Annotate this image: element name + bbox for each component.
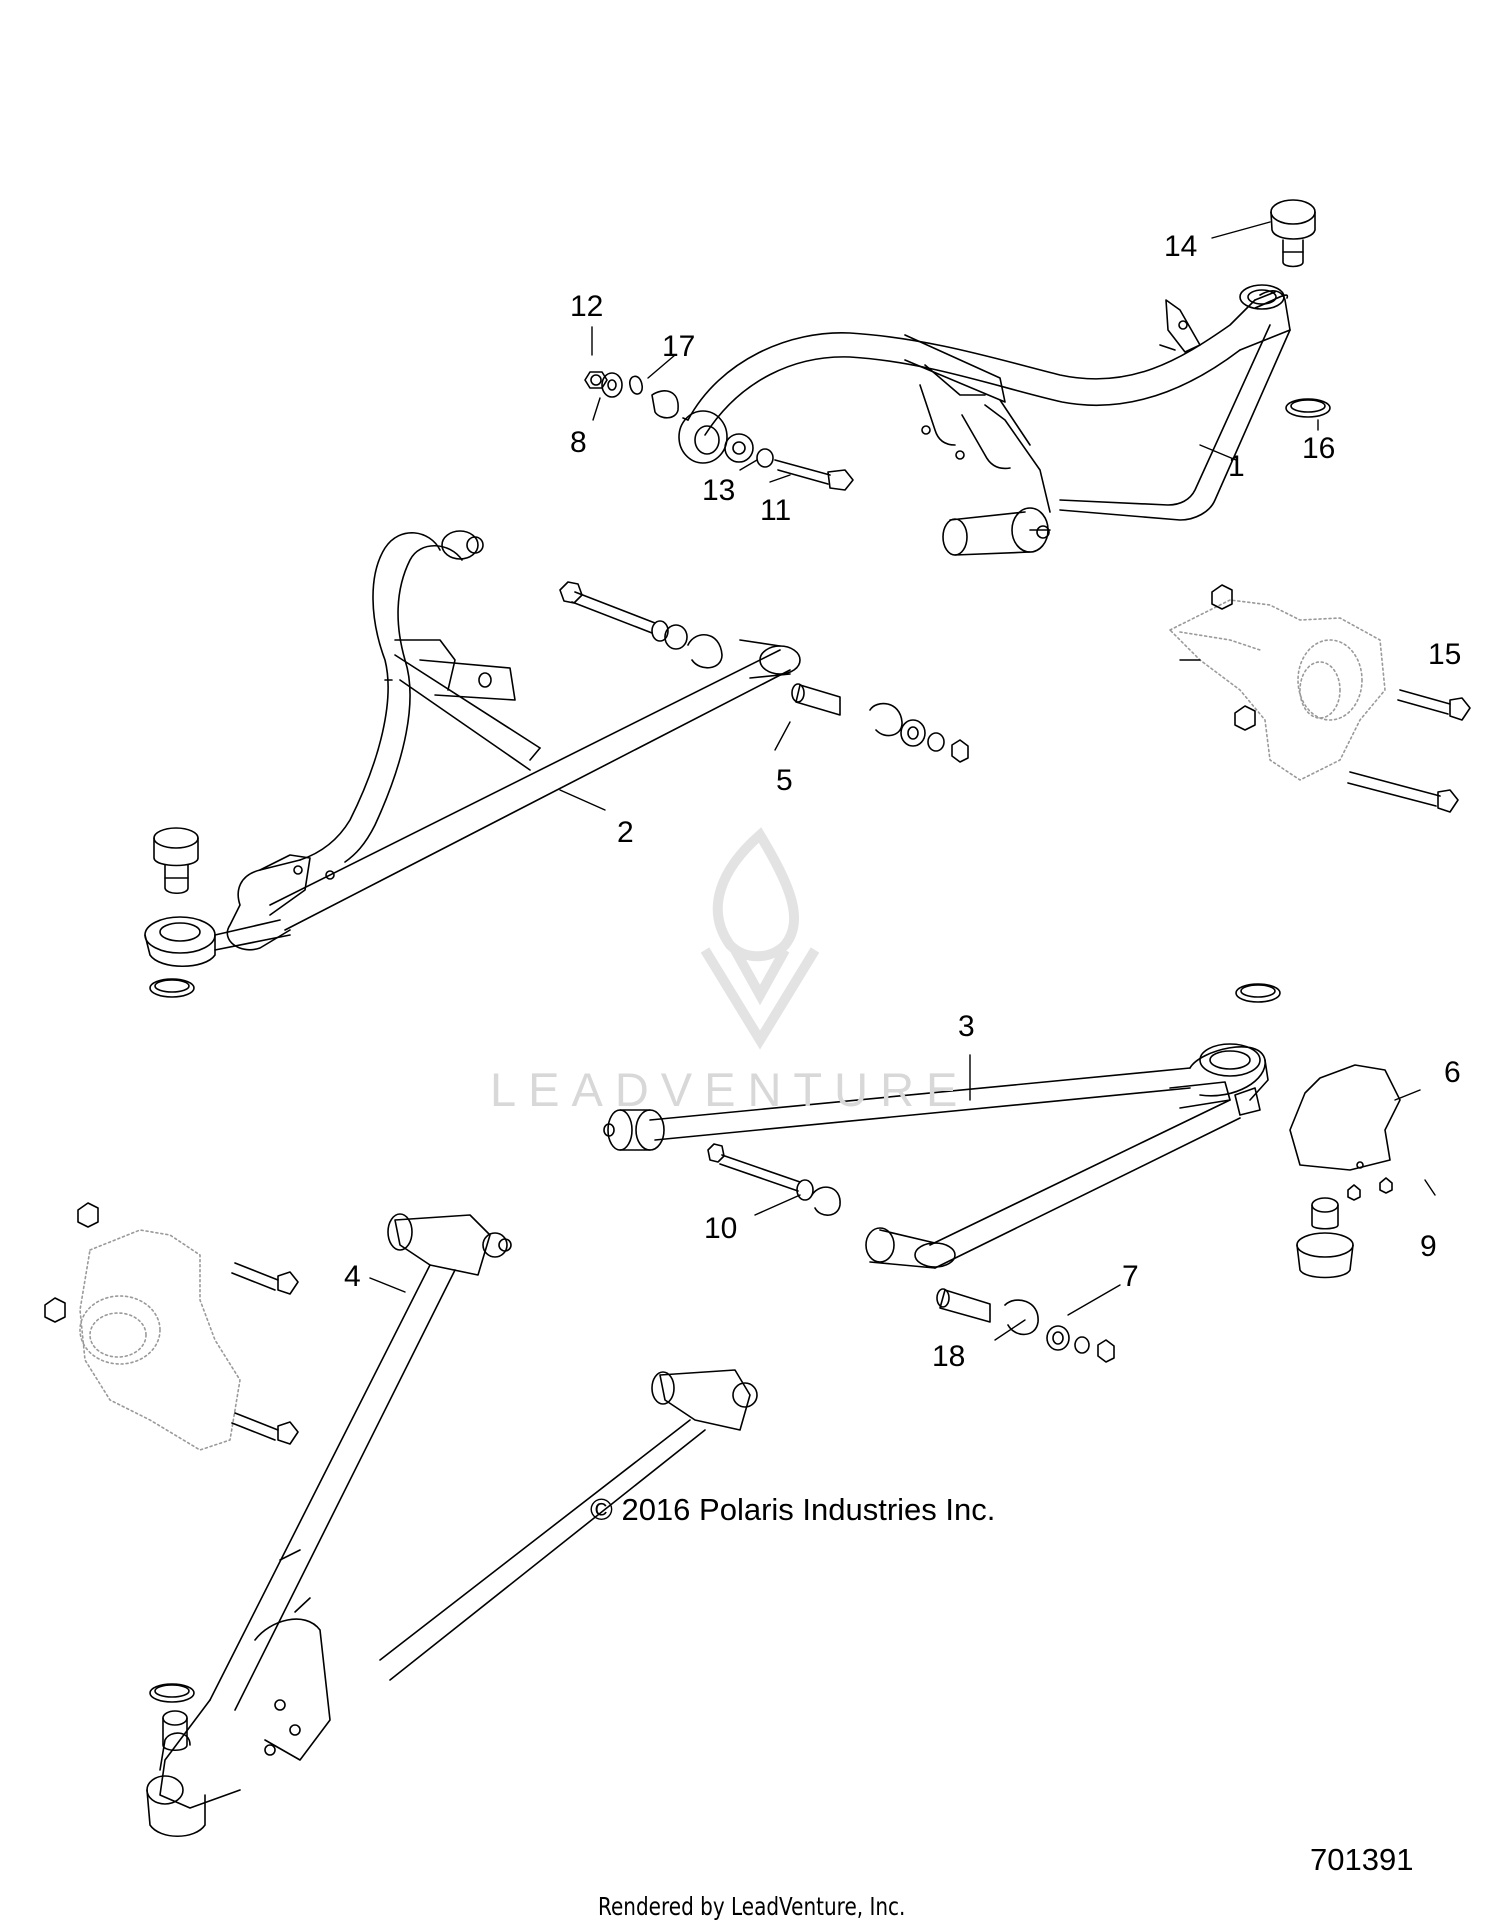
skid-plate-part-6 (1289, 1064, 1401, 1171)
callout-1[interactable]: 1 (1228, 450, 1245, 483)
callout-14[interactable]: 14 (1164, 230, 1198, 263)
callout-leaders (369, 221, 1436, 1341)
steering-knuckle-ghost-right (1169, 599, 1386, 781)
callout-2[interactable]: 2 (617, 816, 634, 849)
callout-3[interactable]: 3 (958, 1010, 975, 1043)
callout-6[interactable]: 6 (1444, 1056, 1461, 1089)
snap-ring-part-3 (1235, 983, 1281, 1003)
document-number: 701391 (1310, 1842, 1414, 1877)
callout-18[interactable]: 18 (932, 1340, 966, 1373)
screws-part-9 (1347, 1177, 1393, 1201)
copyright-text: © 2016 Polaris Industries Inc. (590, 1492, 996, 1527)
lower-right-hardware (707, 1143, 1115, 1363)
snap-ring-left (149, 978, 195, 998)
callout-8[interactable]: 8 (570, 426, 587, 459)
upper-a-arm-part-1 (678, 284, 1291, 556)
callout-16[interactable]: 16 (1302, 432, 1336, 465)
callout-12[interactable]: 12 (570, 290, 604, 323)
upper-arm-hardware (584, 371, 854, 491)
callout-11[interactable]: 11 (760, 494, 792, 527)
knuckle-hardware-right (1211, 584, 1471, 813)
lower-a-arm-part-3 (603, 1043, 1269, 1269)
callout-4[interactable]: 4 (344, 1260, 361, 1293)
lower-a-arm-part-2 (144, 530, 801, 968)
knuckle-hardware-left (44, 1202, 299, 1445)
callout-10[interactable]: 10 (704, 1212, 738, 1245)
callout-13[interactable]: 13 (702, 474, 736, 507)
steering-knuckle-ghost-left (79, 1229, 241, 1451)
callout-7[interactable]: 7 (1122, 1260, 1139, 1293)
callout-15[interactable]: 15 (1428, 638, 1462, 671)
callout-5[interactable]: 5 (776, 764, 793, 797)
watermark-logo (700, 827, 820, 1050)
a-arm-part-4 (146, 1213, 758, 1837)
callout-9[interactable]: 9 (1420, 1230, 1437, 1263)
ball-joint-part-14 (1270, 199, 1316, 268)
snap-ring-part-16 (1285, 398, 1331, 418)
lower-arm-hardware (559, 581, 969, 763)
watermark-text: LEADVENTURE (490, 1063, 970, 1116)
callout-17[interactable]: 17 (662, 330, 696, 363)
ball-joint-part-2-left (153, 827, 199, 895)
footer-credit: Rendered by LeadVenture, Inc. (598, 1892, 906, 1921)
ball-joint-part-3 (1296, 1197, 1354, 1279)
